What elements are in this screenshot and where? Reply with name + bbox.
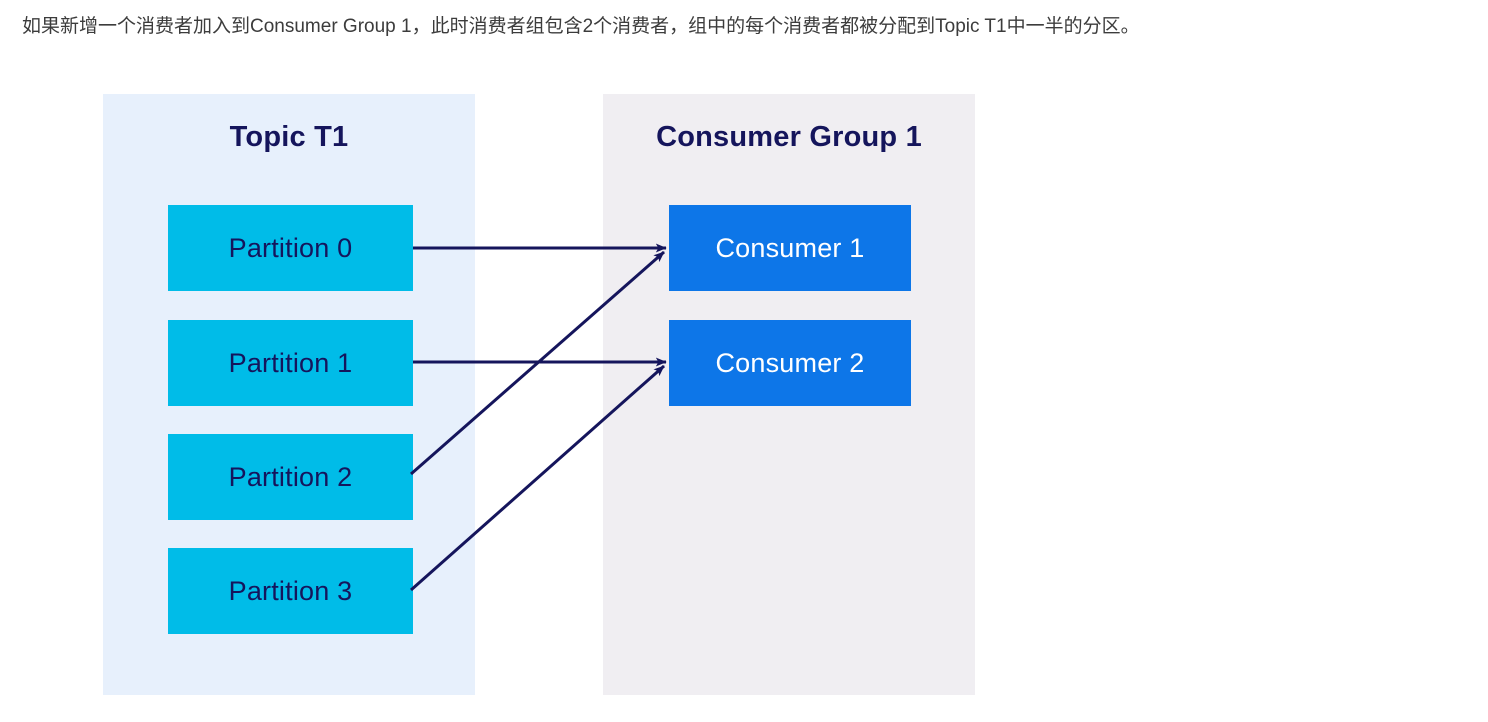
consumer-group-panel-title: Consumer Group 1: [656, 121, 922, 153]
partition-node-2[interactable]: Partition 2: [168, 434, 413, 520]
partition-node-3[interactable]: Partition 3: [168, 548, 413, 634]
partition-node-0[interactable]: Partition 0: [168, 205, 413, 291]
partition-node-1[interactable]: Partition 1: [168, 320, 413, 406]
consumer-node-1[interactable]: Consumer 1: [669, 205, 911, 291]
topic-panel-title: Topic T1: [229, 121, 349, 153]
caption-text: 如果新增一个消费者加入到Consumer Group 1，此时消费者组包含2个消…: [22, 16, 1140, 37]
consumer-node-2[interactable]: Consumer 2: [669, 320, 911, 406]
